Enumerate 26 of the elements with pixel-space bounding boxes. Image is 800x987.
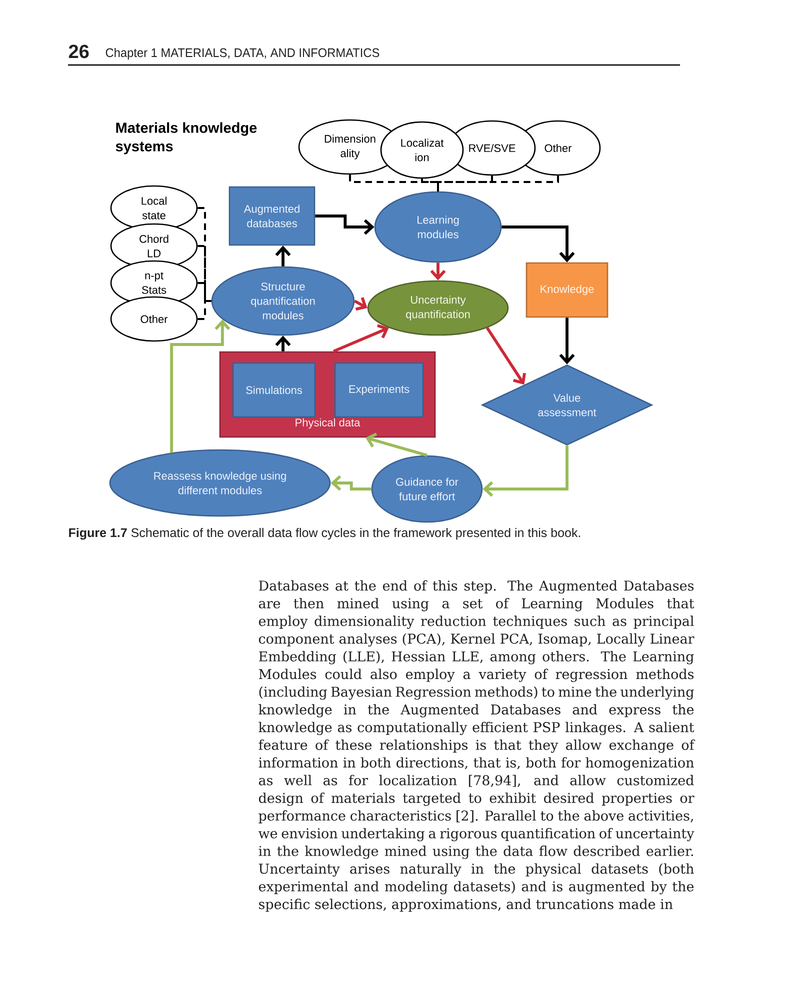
arrow bbox=[502, 226, 575, 262]
arrow bbox=[330, 475, 372, 491]
arrow bbox=[366, 432, 428, 457]
connector-line bbox=[198, 207, 212, 302]
arrow bbox=[275, 246, 291, 266]
connector-line bbox=[421, 178, 439, 192]
arrow bbox=[486, 327, 526, 385]
process-box: Experiments bbox=[334, 362, 424, 418]
arrow bbox=[430, 262, 446, 280]
connector-line bbox=[198, 245, 212, 302]
process-box: Simulations bbox=[232, 362, 316, 418]
arrow bbox=[332, 324, 389, 353]
body-paragraph: Databases at the end of this step. The Augmented Databases are then mined using a set of Learning Modules that employ dimensionality reduction techniques such as principal component analyses (PCA), Kernel PCA, Isomap, Locally Linear Embedding (LLE), Hessian LLE, among others. The Learning Modules could also employ a variety of regression methods (including Bayesian Regression methods) to mine the underlying knowledge in the Augmented Databases and express the knowledge as computationally efficient PSP linkages. A salient feature of these relationships is that they allow exchange of information in both directions, that is, both for homogenization as well as for localization [78,94], and allow customized design of materials targeted to exhibit desired properties or performance characteristics [2]. Parallel to the above activities, we envision undertaking a rigorous quantification of uncertainty in the knowledge mined using the data flow described earlier. Uncertainty arises naturally in the physical datasets (both experimental and modeling datasets) and is augmented by the specific selections, approximations, and truncations made in bbox=[258, 580, 696, 912]
arrow bbox=[170, 320, 230, 453]
diagram-title: Materials knowledge systems bbox=[116, 122, 257, 154]
arrow bbox=[315, 214, 374, 235]
connector-line bbox=[437, 176, 493, 192]
connector-line bbox=[198, 300, 212, 320]
arrow bbox=[354, 297, 368, 311]
arrow bbox=[482, 446, 568, 497]
process-box: Augmented databases bbox=[228, 186, 316, 246]
running-header: Chapter 1 MATERIALS, DATA, AND INFORMATICS bbox=[106, 48, 380, 60]
page-number: 26 bbox=[68, 44, 89, 58]
figure-caption: Figure 1.7 Schematic of the overall data flow cycles in the framework presented in this book. bbox=[69, 528, 580, 540]
process-box: Knowledge bbox=[526, 262, 608, 318]
arrow bbox=[559, 318, 575, 364]
